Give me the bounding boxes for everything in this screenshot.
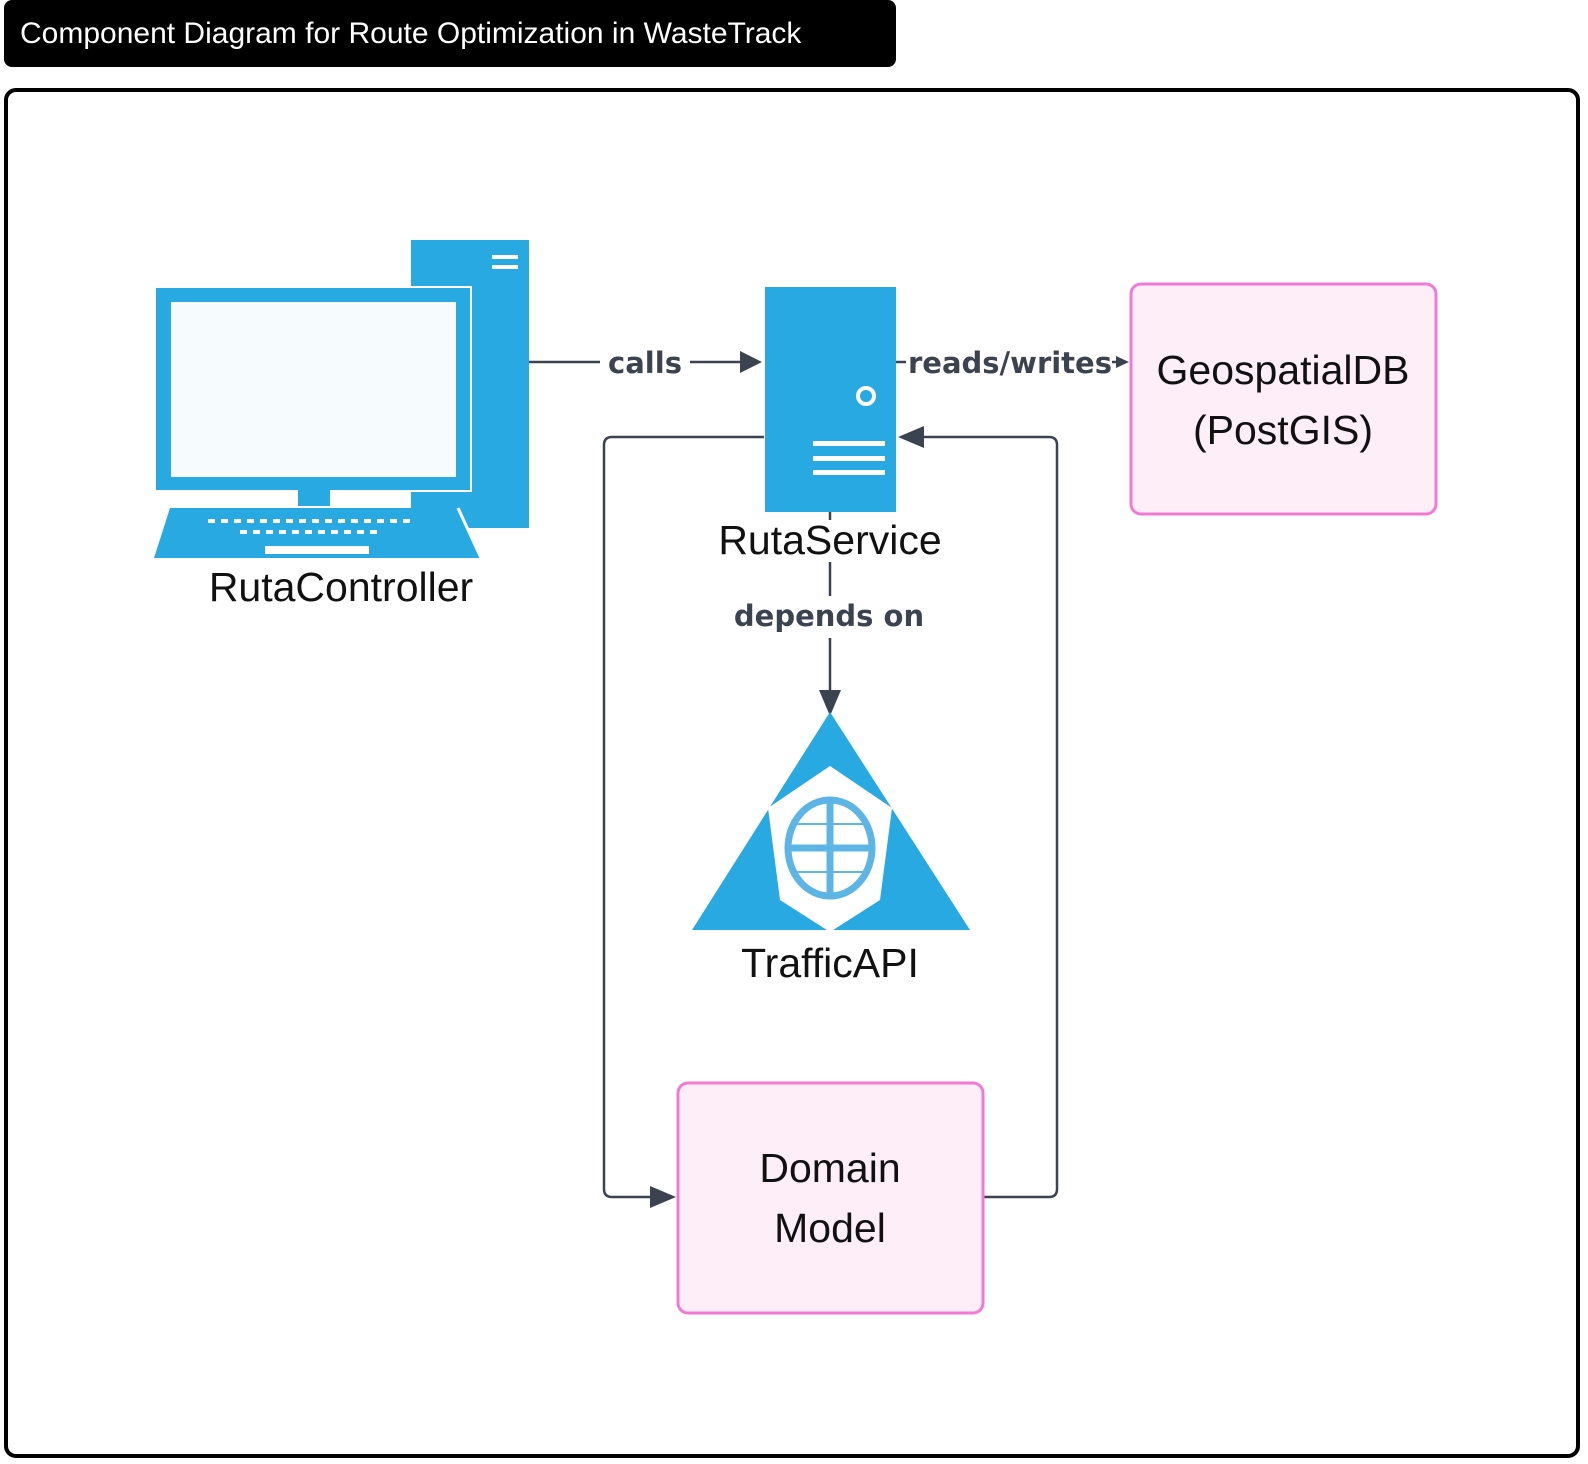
- edge-calls: calls: [528, 346, 762, 380]
- ruta-service-node[interactable]: RutaService: [718, 287, 942, 563]
- domain-model-label-line1: Domain: [759, 1145, 900, 1191]
- traffic-api-label: TrafficAPI: [741, 940, 919, 986]
- edge-label-depends-on: depends on: [734, 599, 924, 633]
- edge-label-reads-writes: reads/writes: [908, 346, 1112, 380]
- globe-triangle-icon: [692, 712, 970, 932]
- geospatial-db-label-line2: (PostGIS): [1193, 407, 1373, 453]
- edge-label-calls: calls: [608, 346, 682, 380]
- ruta-service-label: RutaService: [718, 517, 941, 563]
- ruta-controller-node[interactable]: RutaController: [154, 240, 529, 610]
- geospatial-db-node[interactable]: GeospatialDB (PostGIS): [1129, 282, 1438, 516]
- traffic-api-node[interactable]: TrafficAPI: [692, 712, 970, 986]
- edge-service-to-domain: [602, 435, 764, 1208]
- ruta-controller-label: RutaController: [209, 564, 473, 610]
- edge-depends-on: depends on: [734, 512, 924, 716]
- diagram-title: Component Diagram for Route Optimization…: [4, 0, 896, 67]
- domain-model-node[interactable]: Domain Model: [676, 1081, 985, 1315]
- geospatial-db-label-line1: GeospatialDB: [1157, 347, 1410, 393]
- desktop-computer-icon: [154, 240, 529, 559]
- domain-model-label-line2: Model: [774, 1205, 886, 1251]
- edge-reads-writes: reads/writes: [896, 346, 1129, 380]
- server-icon: [765, 287, 896, 512]
- edge-domain-to-service: [898, 426, 1059, 1199]
